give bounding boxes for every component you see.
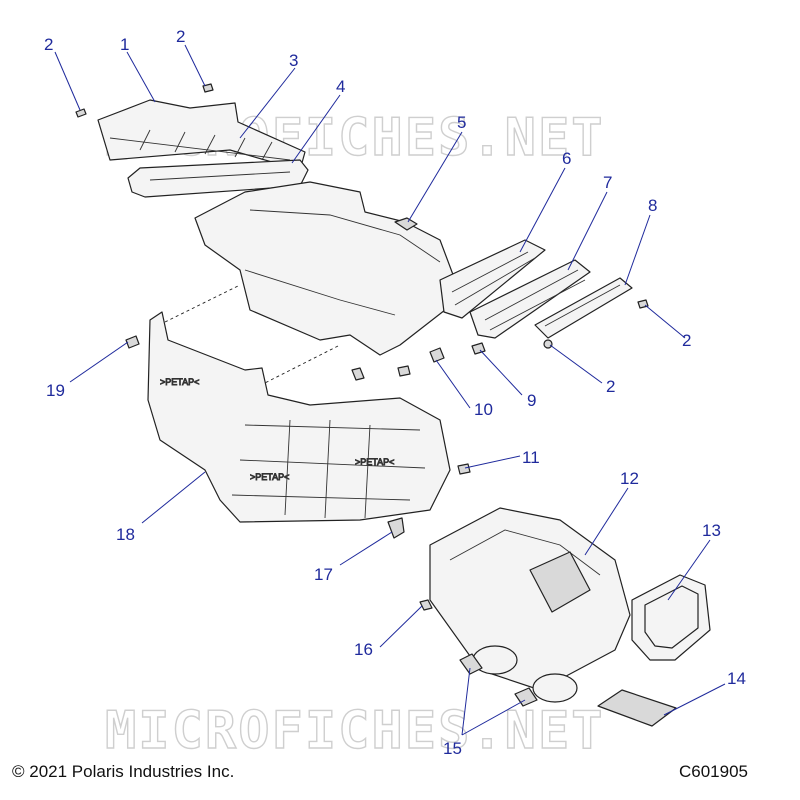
part-14-label: [597, 689, 677, 727]
callout-2: 2: [176, 27, 185, 46]
part-1-grille: [97, 99, 306, 171]
callout-2: 2: [44, 35, 53, 54]
callout-7: 7: [603, 173, 612, 192]
part-mark-a: >PETAP<: [160, 377, 199, 387]
bolt-19: [125, 335, 140, 349]
callouts: 2 1 2 3 4 5 6 7 8 2 2 9 10 11 12 13 14 1…: [44, 27, 746, 758]
part-8-gasket: [534, 277, 633, 339]
callout-16: 16: [354, 640, 373, 659]
copyright-notice: © 2021 Polaris Industries Inc.: [12, 762, 235, 781]
screw-2b: [202, 83, 214, 93]
callout-10: 10: [474, 400, 493, 419]
callout-11: 11: [522, 448, 540, 467]
part-7-frame: [469, 259, 591, 339]
part-13-seal: [631, 574, 711, 661]
screw-2d: [543, 339, 553, 349]
plug-17: [387, 517, 405, 539]
callout-2: 2: [682, 331, 691, 350]
part-18-lower-housing: >PETAP< >PETAP< >PETAP<: [147, 311, 451, 523]
callout-6: 6: [562, 149, 571, 168]
callout-9: 9: [527, 391, 536, 410]
callout-4: 4: [336, 77, 345, 96]
callout-12: 12: [620, 469, 639, 488]
watermark-bottom: MICROFICHES.NET: [105, 701, 605, 761]
callout-17: 17: [314, 565, 333, 584]
diagram-id: C601905: [678, 762, 748, 781]
part-mark-b: >PETAP<: [355, 457, 394, 467]
part-4-lower-grille: [127, 159, 309, 198]
callout-5: 5: [457, 113, 466, 132]
clip-misc: [351, 367, 365, 381]
bolt-mid: [397, 365, 411, 377]
callout-15: 15: [443, 739, 462, 758]
clamp-15b: [514, 687, 538, 707]
bolt-9: [471, 342, 486, 355]
clip-10: [429, 347, 445, 363]
callout-19: 19: [46, 381, 65, 400]
callout-8: 8: [648, 196, 657, 215]
callout-18: 18: [116, 525, 135, 544]
part-mark-c: >PETAP<: [250, 472, 289, 482]
clamp-15a: [459, 653, 483, 675]
callout-3: 3: [289, 51, 298, 70]
screw-2a: [75, 108, 87, 118]
callout-1: 1: [120, 35, 129, 54]
leader-lines: [54, 44, 726, 736]
part-6-frame: [439, 239, 546, 319]
callout-14: 14: [727, 669, 746, 688]
part-12-airbox: [429, 507, 631, 703]
clip-16: [419, 599, 433, 611]
screw-11: [457, 463, 471, 475]
callout-2: 2: [606, 377, 615, 396]
callout-13: 13: [702, 521, 721, 540]
